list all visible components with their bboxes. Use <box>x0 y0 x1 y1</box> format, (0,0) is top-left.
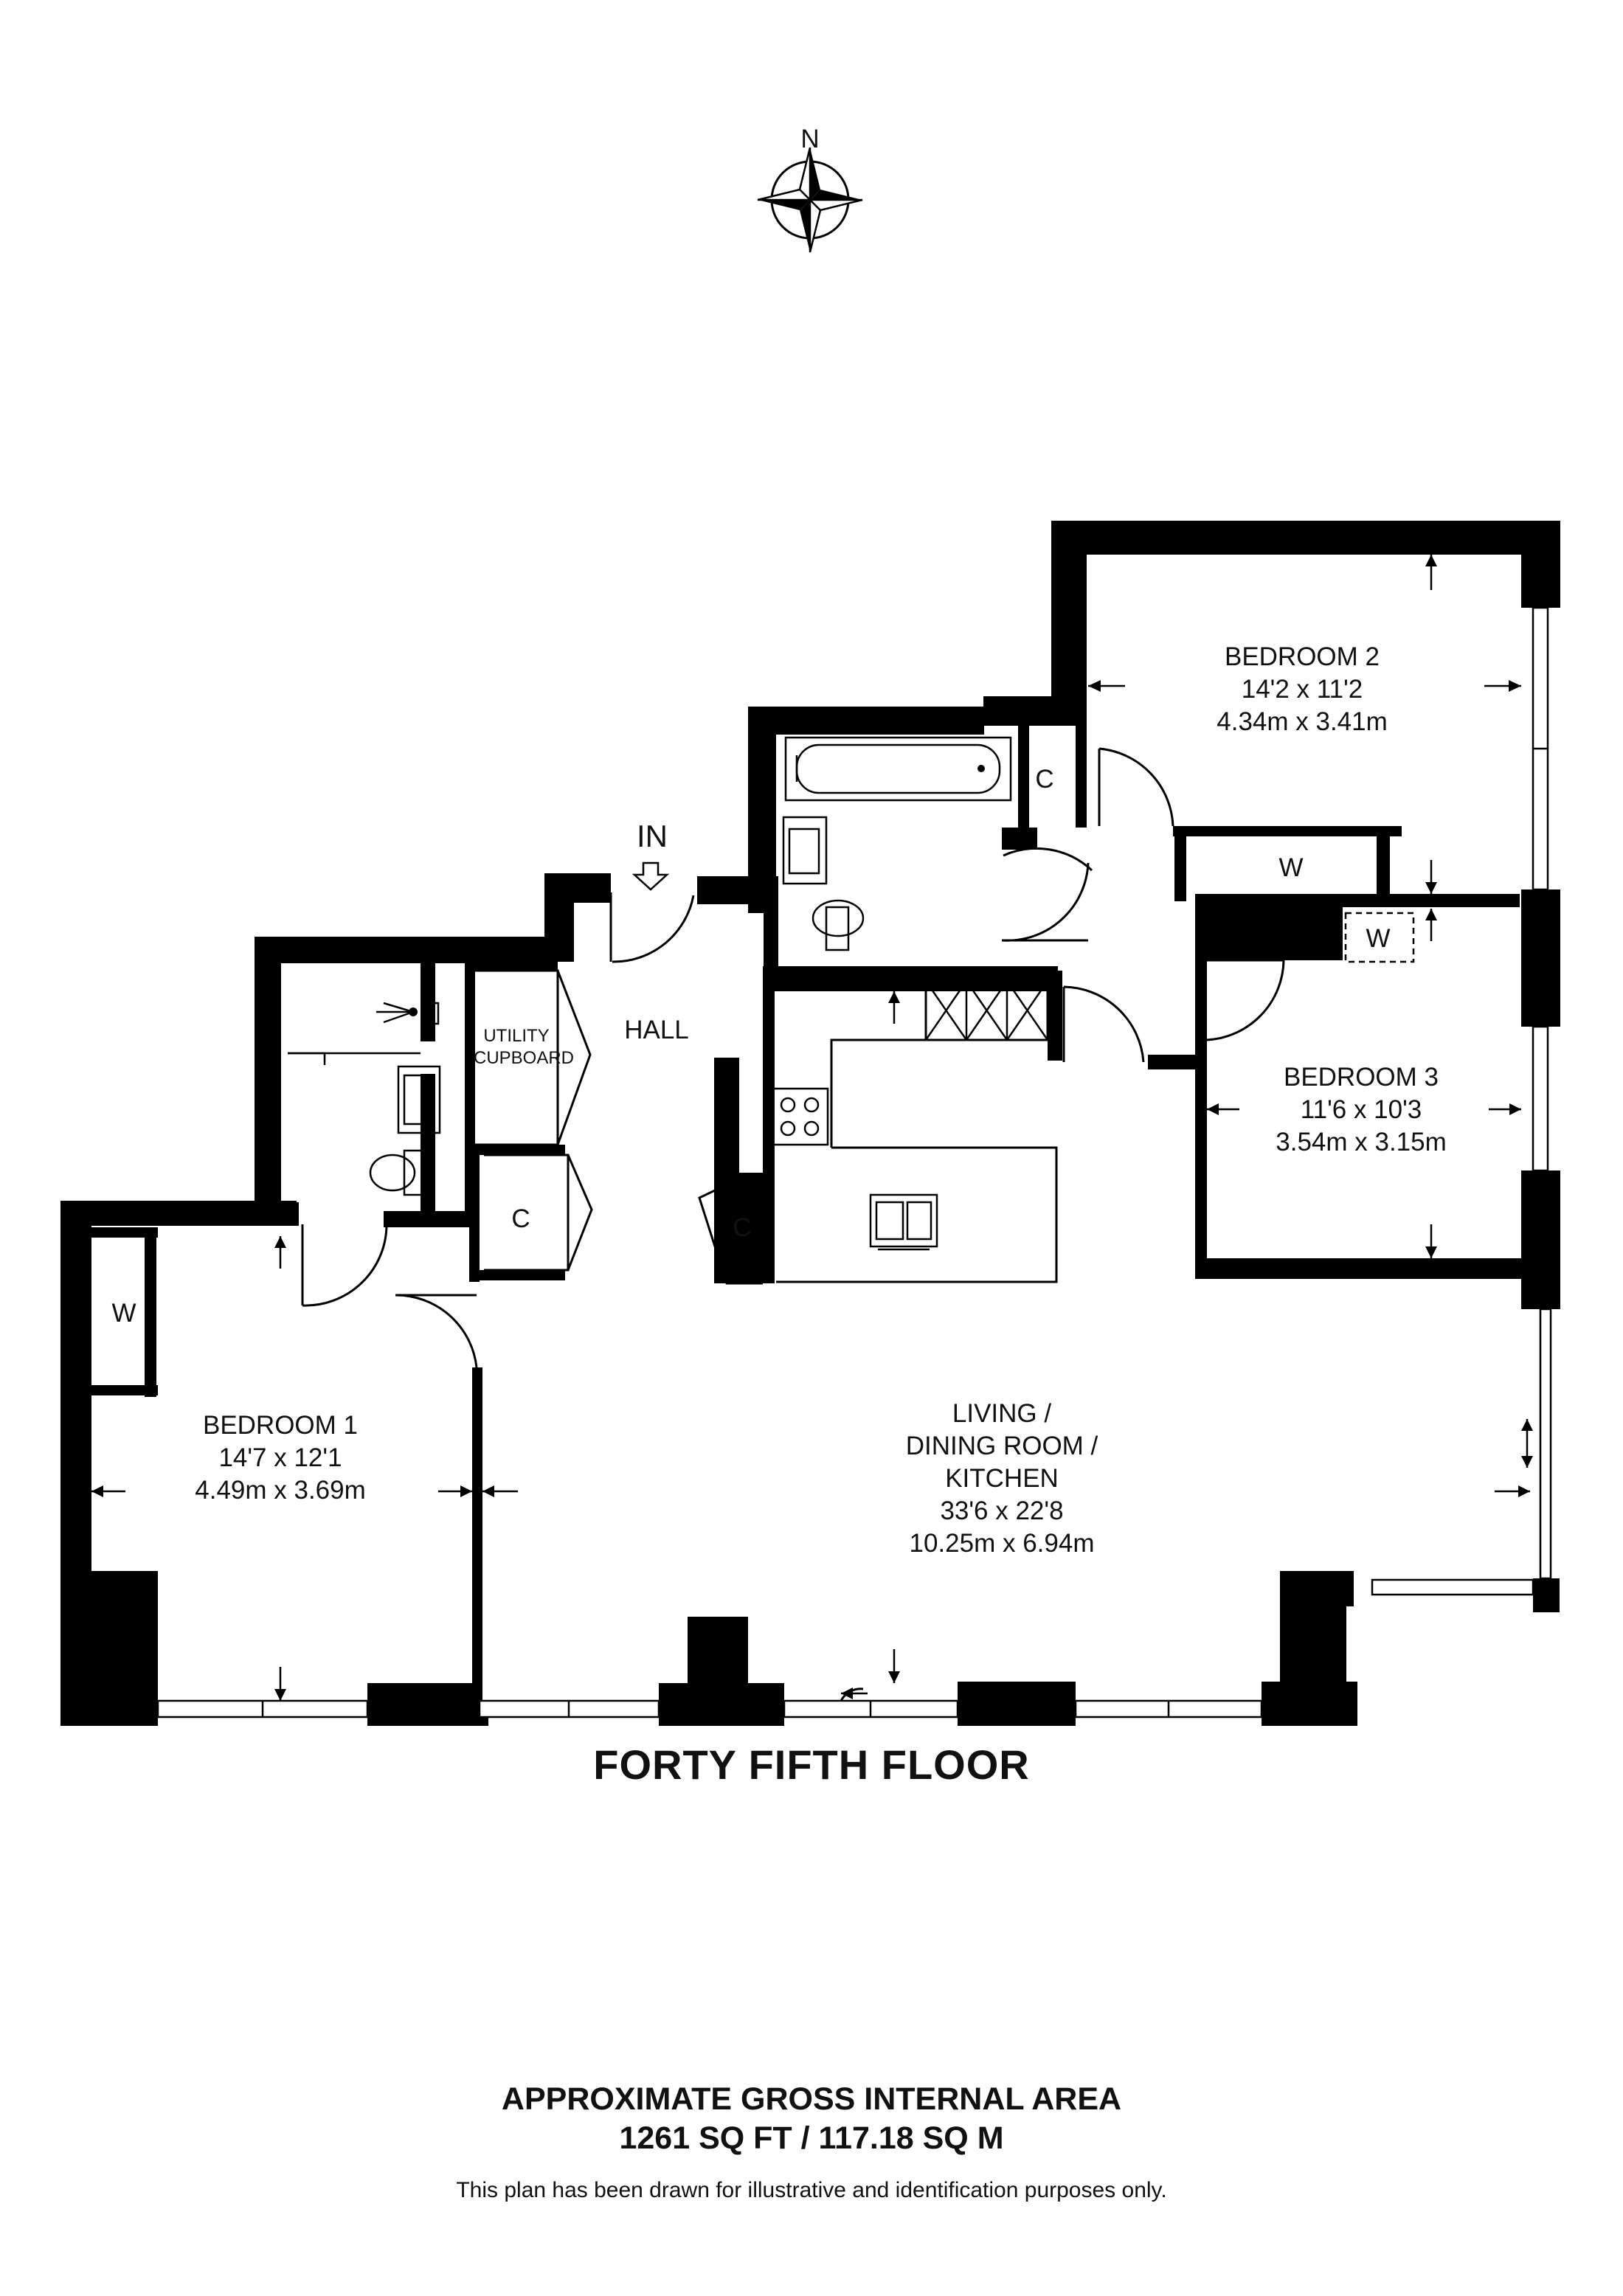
bedroom3-imperial: 11'6 x 10'3 <box>1301 1095 1422 1124</box>
north-label: N <box>800 125 819 153</box>
bedroom2-metric: 4.34m x 3.41m <box>1217 707 1388 736</box>
area-value: 1261 SQ FT / 117.18 SQ M <box>619 2120 1004 2156</box>
hob-icon <box>770 1087 829 1146</box>
hall-label: HALL <box>624 1016 689 1044</box>
living-metric: 10.25m x 6.94m <box>910 1529 1095 1558</box>
bedroom2-name: BEDROOM 2 <box>1225 642 1380 671</box>
room-labels: IN BEDROOM 2 14'2 x 11'2 4.34m x 3.41m B… <box>111 642 1446 1558</box>
kitchen-sink-icon <box>869 1193 938 1251</box>
compass-rose: N <box>757 125 863 253</box>
bedroom1-metric: 4.49m x 3.69m <box>195 1476 366 1505</box>
wardrobe-marker-bedroom2: W <box>1278 853 1303 882</box>
living-name-line1: LIVING / <box>952 1399 1051 1428</box>
bedroom3-metric: 3.54m x 3.15m <box>1276 1128 1447 1156</box>
bathtub-icon <box>784 736 1012 802</box>
entrance-arrow-icon <box>631 861 670 891</box>
dimension-arrows <box>91 555 1533 1701</box>
utility-label-line2: CUPBOARD <box>474 1048 574 1068</box>
area-heading: APPROXIMATE GROSS INTERNAL AREA <box>501 2081 1122 2117</box>
bedroom1-imperial: 14'7 x 12'1 <box>218 1443 342 1472</box>
living-name-line3: KITCHEN <box>945 1464 1059 1493</box>
cupboard-marker-bedroom2: C <box>1035 765 1053 794</box>
fixtures <box>288 736 1415 1285</box>
entrance-label: IN <box>637 819 668 853</box>
bedroom1-name: BEDROOM 1 <box>203 1411 358 1440</box>
bedroom3-name: BEDROOM 3 <box>1284 1063 1439 1092</box>
wardrobe-marker-bedroom1: W <box>111 1299 136 1328</box>
living-imperial: 33'6 x 22'8 <box>940 1496 1063 1525</box>
windows <box>156 606 1552 1718</box>
doors <box>301 747 1285 1702</box>
toilet-icon <box>369 1149 426 1196</box>
basin-icon <box>397 1065 441 1134</box>
shower-icon <box>288 1002 440 1065</box>
toilet-icon <box>812 899 865 951</box>
bedroom2-imperial: 14'2 x 11'2 <box>1242 675 1363 704</box>
wardrobe-marker-bedroom3: W <box>1366 924 1390 953</box>
disclaimer-text: This plan has been drawn for illustrativ… <box>456 2178 1167 2202</box>
living-name-line2: DINING ROOM / <box>906 1432 1098 1460</box>
walls <box>60 521 1560 1726</box>
bathroom-basin-icon <box>782 816 828 885</box>
cupboard-marker-kitchen: C <box>733 1213 751 1242</box>
cupboard-marker-hall: C <box>511 1204 530 1233</box>
floor-title: FORTY FIFTH FLOOR <box>593 1741 1030 1788</box>
utility-label-line1: UTILITY <box>483 1026 549 1046</box>
